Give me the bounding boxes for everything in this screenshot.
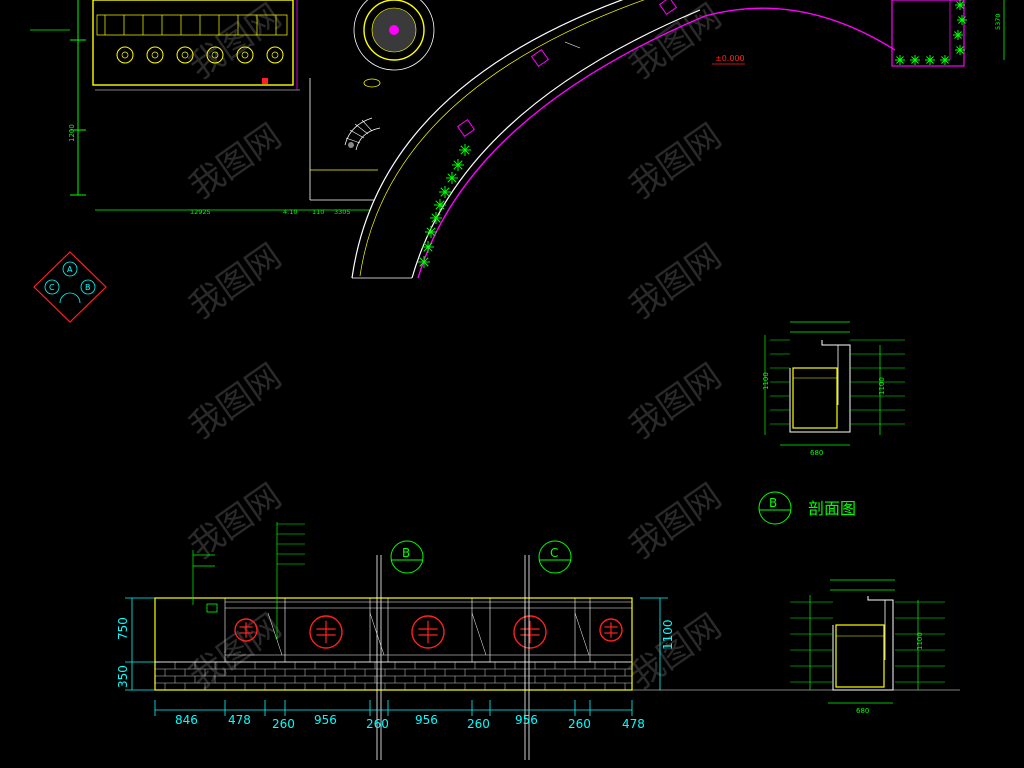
- round-feature-outer: [353, 0, 435, 71]
- watermark-text: 我图网: [622, 606, 728, 697]
- section-b-width: 680: [810, 449, 823, 457]
- stool-icon: [116, 46, 134, 64]
- palm-icon: [459, 144, 471, 156]
- elev-dim-1: 478: [228, 713, 251, 727]
- elev-total-height: 1100: [661, 619, 675, 650]
- counter-elevation: 750 350 1100 B C: [116, 522, 960, 760]
- palm-icon: [955, 45, 965, 55]
- palm-trees: [418, 144, 471, 268]
- elev-dim-9: 478: [622, 717, 645, 731]
- elev-height-750: 750: [116, 617, 130, 640]
- floor-plan: 1200 12925 4.10 110 3305: [30, 0, 1005, 279]
- elev-dim-5: 956: [415, 713, 438, 727]
- section-b-drawing: 1100 1100 680 B 剖面图: [758, 321, 905, 525]
- section-b-height-left: 1100: [762, 372, 770, 390]
- elevation-panels: [224, 598, 632, 662]
- elev-dim-6: 260: [467, 717, 490, 731]
- plan-bottom-dims: 12925 4.10 110 3305: [190, 208, 351, 216]
- compass-label-c: C: [49, 283, 55, 292]
- elev-callout-b: B: [402, 546, 410, 560]
- watermark-text: 我图网: [182, 476, 288, 567]
- elev-dim-7: 956: [515, 713, 538, 727]
- elev-dim-2: 260: [272, 717, 295, 731]
- palm-icon: [955, 0, 965, 10]
- stool-icon: [266, 46, 284, 64]
- elev-height-350: 350: [116, 665, 130, 688]
- brick-base: [154, 661, 632, 690]
- watermark-text: 我图网: [622, 476, 728, 567]
- arc-planters: [456, 0, 678, 138]
- elev-dim-0: 846: [175, 713, 198, 727]
- section-c-drawing: 1100 680: [790, 579, 945, 715]
- counter-rails: [104, 15, 277, 35]
- section-index-symbol: A B C: [33, 251, 107, 323]
- stool-icon: [146, 46, 164, 64]
- medallion-icon: [599, 618, 623, 642]
- right-planter: 5370: [891, 0, 1005, 67]
- counter-body: [154, 597, 633, 691]
- medallion-icon: [513, 615, 547, 649]
- elev-dim-8: 260: [568, 717, 591, 731]
- medallion-icon: [411, 615, 445, 649]
- watermark-text: 我图网: [622, 0, 728, 87]
- red-marker: [262, 78, 268, 84]
- section-b-callout-letter: B: [769, 496, 777, 510]
- round-feature-center: [389, 25, 399, 35]
- palm-icon: [430, 212, 442, 224]
- watermark-text: 我图网: [622, 236, 728, 327]
- section-c-width: 680: [856, 707, 869, 715]
- watermark-text: 我图网: [622, 356, 728, 447]
- stool-row: [116, 46, 284, 64]
- medallion-icon: [234, 618, 258, 642]
- section-b-title: 剖面图: [808, 499, 856, 518]
- elev-dim-3: 956: [314, 713, 337, 727]
- palm-icon: [957, 15, 967, 25]
- curved-walkway: [351, 0, 896, 279]
- elev-dim-4: 260: [366, 717, 389, 731]
- palm-icon: [446, 172, 458, 184]
- palm-icon: [434, 199, 446, 211]
- stool-icon: [206, 46, 224, 64]
- section-b-height-right: 1100: [878, 377, 886, 395]
- dim-12925: 12925: [190, 208, 211, 216]
- palm-icon: [452, 159, 464, 171]
- medallion-icon: [309, 615, 343, 649]
- palm-icon: [895, 55, 905, 65]
- elevation-mark-text: ±0.000: [715, 54, 745, 63]
- palm-icon: [439, 186, 451, 198]
- watermark-text: 我图网: [182, 236, 288, 327]
- palm-icon: [422, 241, 434, 253]
- stool-icon: [176, 46, 194, 64]
- spiral-stair: [344, 117, 381, 151]
- watermark-text: 我图网: [182, 0, 288, 87]
- palm-icon: [940, 55, 950, 65]
- stool-icon: [236, 46, 254, 64]
- watermark-text: 我图网: [182, 606, 288, 697]
- watermark-text: 我图网: [622, 116, 728, 207]
- section-c-height: 1100: [916, 632, 924, 650]
- round-feature-inner: [363, 0, 425, 61]
- red-medallions: [234, 615, 623, 649]
- dim-410: 4.10: [283, 208, 297, 216]
- elevation-mark: ±0.000: [712, 54, 745, 65]
- palm-icon: [910, 55, 920, 65]
- compass-label-a: A: [67, 265, 73, 274]
- compass-label-b: B: [85, 283, 91, 292]
- counter-outline: [92, 0, 294, 86]
- dim-right-5370: 5370: [994, 13, 1002, 30]
- dim-110: 110: [312, 208, 324, 216]
- dim-3305: 3305: [334, 208, 351, 216]
- dim-left-1200: 1200: [68, 124, 76, 142]
- watermark-text: 我图网: [182, 116, 288, 207]
- palm-icon: [425, 226, 437, 238]
- elev-bottom-dims: 846 478 260 956 260 956 260 956 260 478: [175, 713, 645, 731]
- palm-icon: [953, 30, 963, 40]
- elev-callout-c: C: [550, 546, 558, 560]
- watermark-text: 我图网: [182, 356, 288, 447]
- palm-icon: [418, 256, 430, 268]
- palm-icon: [925, 55, 935, 65]
